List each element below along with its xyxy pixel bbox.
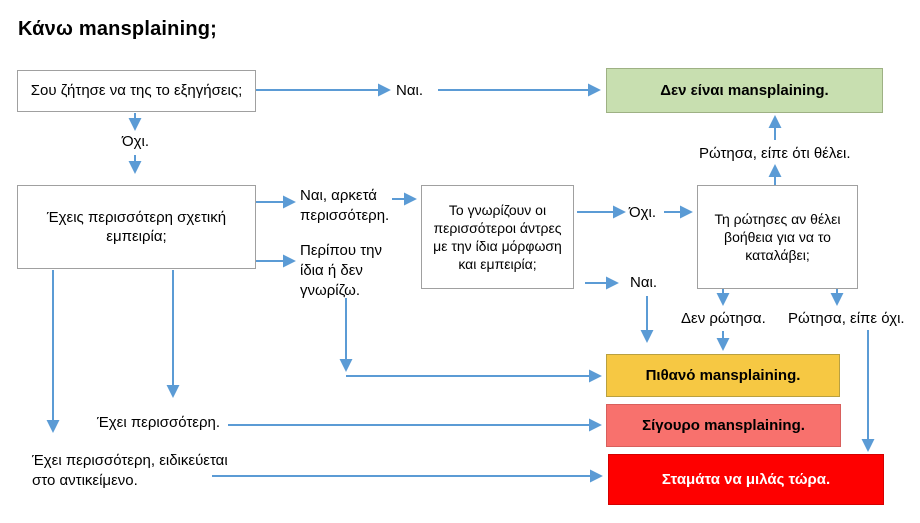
node-result-stop-talking: Σταμάτα να μιλάς τώρα. (608, 454, 884, 505)
edge-label-yes-most-men: Ναι. (630, 274, 658, 291)
node-question-most-men-know: Το γνωρίζουν οι περισσότεροι άντρες με τ… (421, 185, 574, 289)
edge-label-yes-asked: Ναι. (396, 82, 424, 99)
node-result-not-mansplaining: Δεν είναι mansplaining. (606, 68, 883, 113)
edge-label-yes-much-more: Ναι, αρκετά περισσότερη. (300, 187, 390, 224)
node-question-asked-if-wants-help: Τη ρώτησες αν θέλει βοήθεια για να το κα… (697, 185, 858, 289)
edge-label-she-has-more: Έχει περισσότερη. (97, 414, 221, 431)
node-question-more-experience: Έχεις περισσότερη σχετική εμπειρία; (17, 185, 256, 269)
page-title: Κάνω mansplaining; (18, 18, 218, 40)
node-result-possible-mansplaining: Πιθανό mansplaining. (606, 354, 840, 397)
node-question-asked-to-explain: Σου ζήτησε να της το εξηγήσεις; (17, 70, 256, 112)
edge-label-asked-said-wants: Ρώτησα, είπε ότι θέλει. (699, 145, 851, 162)
edge-label-no-asked: Όχι. (122, 133, 149, 150)
edge-label-about-same: Περίπου την ίδια ή δεν γνωρίζω. (300, 242, 383, 299)
edge-label-asked-said-no: Ρώτησα, είπε όχι. (788, 310, 905, 327)
node-result-certain-mansplaining: Σίγουρο mansplaining. (606, 404, 841, 447)
edge-label-no-most-men: Όχι. (629, 204, 656, 221)
edge-label-did-not-ask: Δεν ρώτησα. (681, 310, 766, 327)
edge-label-she-has-more-specialized: Έχει περισσότερη, ειδικεύεται στο αντικε… (32, 452, 228, 489)
